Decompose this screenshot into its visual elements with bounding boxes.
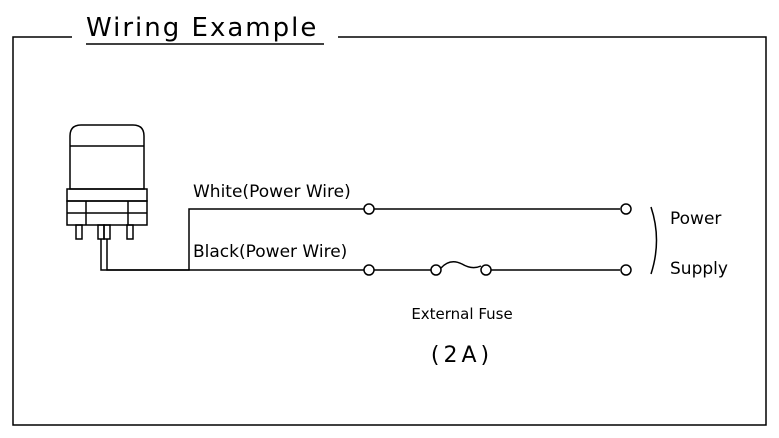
frame <box>12 36 767 426</box>
terminal-circle <box>363 264 375 276</box>
fuse-element <box>440 261 482 269</box>
black-wire-label: Black(Power Wire) <box>193 242 347 262</box>
terminal-circle <box>480 264 492 276</box>
terminals <box>363 203 632 276</box>
power-supply-label-line1: Power <box>670 209 721 229</box>
terminal-circle <box>620 203 632 215</box>
power-supply-bracket <box>650 206 658 275</box>
fuse-label: External Fuse <box>411 305 512 323</box>
diagram-title: Wiring Example <box>86 13 318 43</box>
terminal-circle <box>363 203 375 215</box>
wires <box>100 208 620 271</box>
black-wire <box>106 239 364 271</box>
terminal-circle <box>430 264 442 276</box>
terminal-circle <box>620 264 632 276</box>
signal-light-icon <box>66 124 148 240</box>
fuse-rating: (2A) <box>431 343 493 368</box>
power-supply-label-line2: Supply <box>670 259 728 279</box>
white-wire-label: White(Power Wire) <box>193 182 351 202</box>
